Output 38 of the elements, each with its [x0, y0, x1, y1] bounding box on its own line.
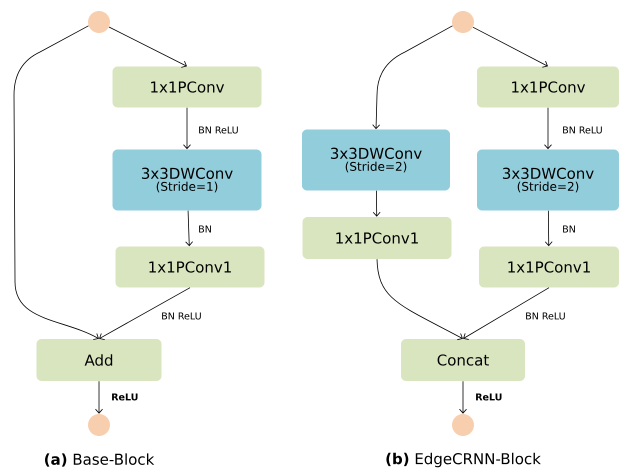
circle-node — [88, 414, 110, 436]
arrow — [544, 210, 553, 246]
arrow — [472, 26, 548, 68]
arrow — [185, 210, 194, 246]
arrow — [14, 25, 99, 340]
edge-label: ReLU — [110, 392, 140, 402]
caption: (b) EdgeCRNN-Block — [386, 452, 541, 468]
edge-label: BN ReLU — [197, 125, 240, 135]
layer-box: 1x1PConv1 — [302, 217, 452, 259]
edge-label: BN ReLU — [561, 125, 604, 135]
layer-box: 3x3DWConv (Stride=2) — [302, 130, 450, 190]
edge-label: BN — [561, 224, 577, 234]
layer-box: Add — [36, 339, 162, 381]
arrow — [108, 26, 187, 68]
arrow — [463, 287, 550, 340]
edge-label: ReLU — [474, 392, 504, 402]
arrow — [372, 25, 453, 130]
arrow — [376, 258, 463, 340]
circle-node — [452, 414, 474, 436]
caption: (a) Base-Block — [45, 453, 154, 467]
circle-node — [452, 11, 474, 33]
layer-box: Concat — [401, 339, 525, 381]
arrow — [544, 107, 552, 150]
edge-label: BN — [197, 224, 213, 234]
layer-box: 1x1PConv1 — [116, 246, 264, 288]
edge-label: BN ReLU — [524, 311, 567, 321]
arrow — [95, 380, 103, 414]
layer-box: 1x1PConv — [112, 66, 262, 108]
arrow — [372, 190, 381, 217]
edge-label: BN ReLU — [160, 311, 203, 321]
layer-box: 1x1PConv1 — [479, 246, 619, 288]
layer-box: 3x3DWConv (Stride=2) — [477, 150, 619, 210]
layer-box: 3x3DWConv (Stride=1) — [112, 150, 262, 210]
circle-node — [88, 11, 110, 33]
layer-box: 1x1PConv — [477, 66, 619, 108]
arrow — [99, 287, 190, 340]
arrow — [183, 107, 191, 150]
arrow — [459, 380, 467, 414]
